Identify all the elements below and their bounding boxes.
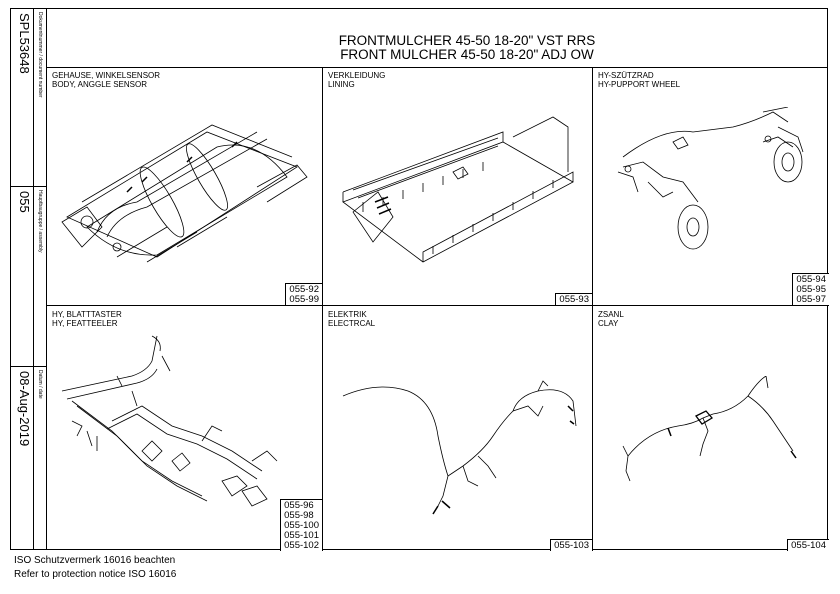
- title-german: FRONTMULCHER 45-50 18-20" VST RRS: [338, 33, 596, 48]
- cell-label-en: HY-PUPPORT WHEEL: [598, 80, 681, 89]
- cell-label-de: VERKLEIDUNG: [328, 71, 386, 80]
- document-number-label: Dokumentnummer / document number: [37, 12, 43, 98]
- part-number: 055-97: [796, 294, 826, 305]
- part-number-box: 055-103: [550, 539, 592, 551]
- part-number: 055-101: [284, 530, 319, 541]
- part-number: 055-93: [559, 294, 589, 305]
- part-number: 055-103: [554, 540, 589, 551]
- title-english: FRONT MULCHER 45-50 18-20" ADJ OW: [340, 47, 594, 62]
- document-number: SPL53648: [16, 13, 32, 74]
- title-area: FRONTMULCHER 45-50 18-20" VST RRS FRONT …: [47, 9, 827, 68]
- assembly-number: 055: [16, 191, 32, 213]
- date-label: Datum / date: [37, 370, 43, 399]
- cell-label-en: ELECTRCAL: [328, 319, 376, 328]
- mulcher-body-illustration: [61, 124, 308, 263]
- title-block-sidebar: SPL53648 Dokumentnummer / document numbe…: [11, 9, 47, 549]
- part-number: 055-99: [289, 294, 319, 305]
- cell-label-en: LINING: [328, 80, 355, 89]
- cell-label-en: CLAY: [598, 319, 619, 328]
- date-value: 08-Aug-2019: [16, 371, 32, 447]
- part-number: 055-102: [284, 540, 319, 551]
- part-number: 055-94: [796, 274, 826, 285]
- protection-notice-de: ISO Schutzvermerk 16016 beachten: [14, 555, 176, 566]
- lining-illustration: [342, 116, 574, 263]
- assembly-field: 055 Hauptbaugruppe / assembly: [11, 187, 46, 367]
- part-number: 055-104: [791, 540, 826, 551]
- clay-harness-illustration: [622, 376, 797, 482]
- cell-label-de: ELEKTRIK: [328, 310, 367, 319]
- part-number: 055-98: [284, 510, 314, 521]
- protection-notice-en: Refer to protection notice ISO 16016: [14, 569, 177, 580]
- assembly-label: Hauptbaugruppe / assembly: [37, 190, 43, 253]
- cell-label-de: HY-SZÜTZRAD: [598, 71, 654, 80]
- part-number: 055-95: [796, 284, 826, 295]
- cell-label-de: ZSANL: [598, 310, 624, 319]
- cell-label-de: HY, BLATTTASTER: [52, 310, 122, 319]
- drawing-frame: SPL53648 Dokumentnummer / document numbe…: [10, 8, 829, 551]
- part-number: 055-92: [289, 284, 319, 295]
- support-wheel-illustration: [617, 107, 804, 250]
- cell-label-en: HY, FEATTEELER: [52, 319, 118, 328]
- part-number: 055-96: [284, 500, 314, 511]
- part-number: 055-100: [284, 520, 319, 531]
- wiring-harness-illustration: [342, 380, 577, 515]
- feeler-hydraulic-illustration: [61, 335, 278, 507]
- part-number-box: 055-104: [787, 539, 829, 551]
- cell-label-de: GEHAUSE, WINKELSENSOR: [52, 71, 161, 80]
- part-number-box: 055-93: [555, 293, 592, 305]
- document-number-field: SPL53648 Dokumentnummer / document numbe…: [11, 9, 46, 187]
- date-field: 08-Aug-2019 Datum / date: [11, 367, 46, 549]
- cell-label-en: BODY, ANGGLE SENSOR: [52, 80, 147, 89]
